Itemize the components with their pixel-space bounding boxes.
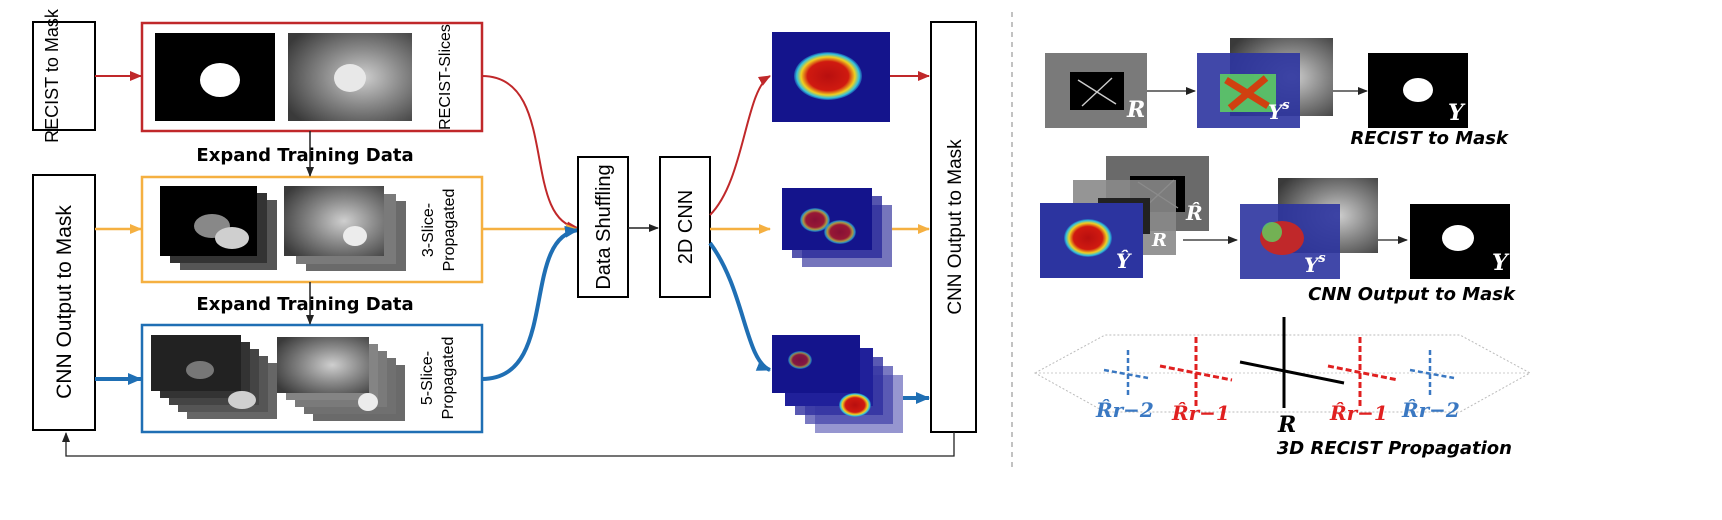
five-slice-box: 5-Slice- Propagated [140, 323, 484, 434]
feedback-loop-arrow [62, 432, 955, 457]
propagation-caption: 3D RECIST Propagation [1277, 438, 1512, 459]
recist-slices-box: RECIST-Slices [140, 21, 484, 133]
cnn-blue-out [708, 241, 771, 372]
cnn-2d-box: 2D CNN [659, 156, 711, 298]
recist-to-mask-label-1: RECIST to Mask [42, 8, 62, 143]
five-slice-label-2: Propagated [440, 337, 457, 420]
cnn-2d-label: 2D CNN [675, 190, 697, 264]
recist-to-mask-box: RECIST to Mask [32, 8, 96, 143]
propagation-diagram: R̂r−2 R̂r−1 R R̂r−1 R̂r−2 3D RECIST Prop… [1033, 317, 1532, 459]
recist-caption: RECIST to Mask [1350, 128, 1509, 149]
svg-text:Y: Y [1492, 250, 1510, 276]
five-slice-label-1: 5-Slice- [419, 351, 436, 405]
symbol-Rr1-right: R̂r−1 [1329, 401, 1388, 425]
red-curve-arrow [481, 75, 579, 232]
svg-text:R: R [1151, 230, 1167, 251]
symbol-Rr1-left: R̂r−1 [1171, 401, 1230, 425]
svg-text:RECIST to Mask: RECIST to Mask [42, 8, 62, 143]
three-slice-label-2: Propagated [441, 189, 458, 272]
cnn-row: R̂ R Ŷ Ys Y CNN Output to Mask [1040, 156, 1516, 305]
data-shuffling-label: Data Shuffling [593, 164, 615, 289]
symbol-R-center: R [1277, 412, 1296, 438]
symbol-Rr2-right: R̂r−2 [1401, 398, 1460, 422]
symbol-R: R [1126, 97, 1145, 123]
cnn-output-to-mask-box: CNN Output to Mask [32, 174, 96, 431]
three-slice-box: 3-Slice- Propagated [140, 175, 484, 284]
cnn-red-out [709, 75, 771, 216]
symbol-Rr2-left: R̂r−2 [1095, 398, 1154, 422]
heatmap-output-2 [782, 188, 892, 267]
three-slice-ct-image [284, 186, 384, 256]
symbol-Rhat: R̂ [1185, 201, 1203, 225]
recist-slices-label: RECIST-Slices [437, 24, 454, 130]
expand-training-data-1: Expand Training Data [196, 145, 413, 166]
cnn-caption: CNN Output to Mask [1308, 284, 1516, 305]
cnn-output-to-mask-tall-box: CNN Output to Mask [930, 21, 977, 433]
symbol-Yhat: Ŷ [1116, 249, 1132, 273]
data-shuffling-box: Data Shuffling [577, 156, 629, 298]
recist-row: R Ys Y RECIST to Mask [1045, 38, 1509, 149]
heatmap-output-1 [772, 32, 890, 122]
expand-training-data-2: Expand Training Data [196, 294, 413, 315]
heatmap-output-3 [772, 335, 903, 433]
blue-curve-arrow [481, 225, 579, 381]
symbol-Y: Y [1448, 100, 1466, 126]
five-slice-ct-image [277, 337, 369, 393]
cnn-output-to-mask-tall-label: CNN Output to Mask [945, 139, 966, 315]
three-slice-label-1: 3-Slice- [420, 203, 437, 257]
cnn-output-to-mask-left-label: CNN Output to Mask [53, 205, 76, 399]
